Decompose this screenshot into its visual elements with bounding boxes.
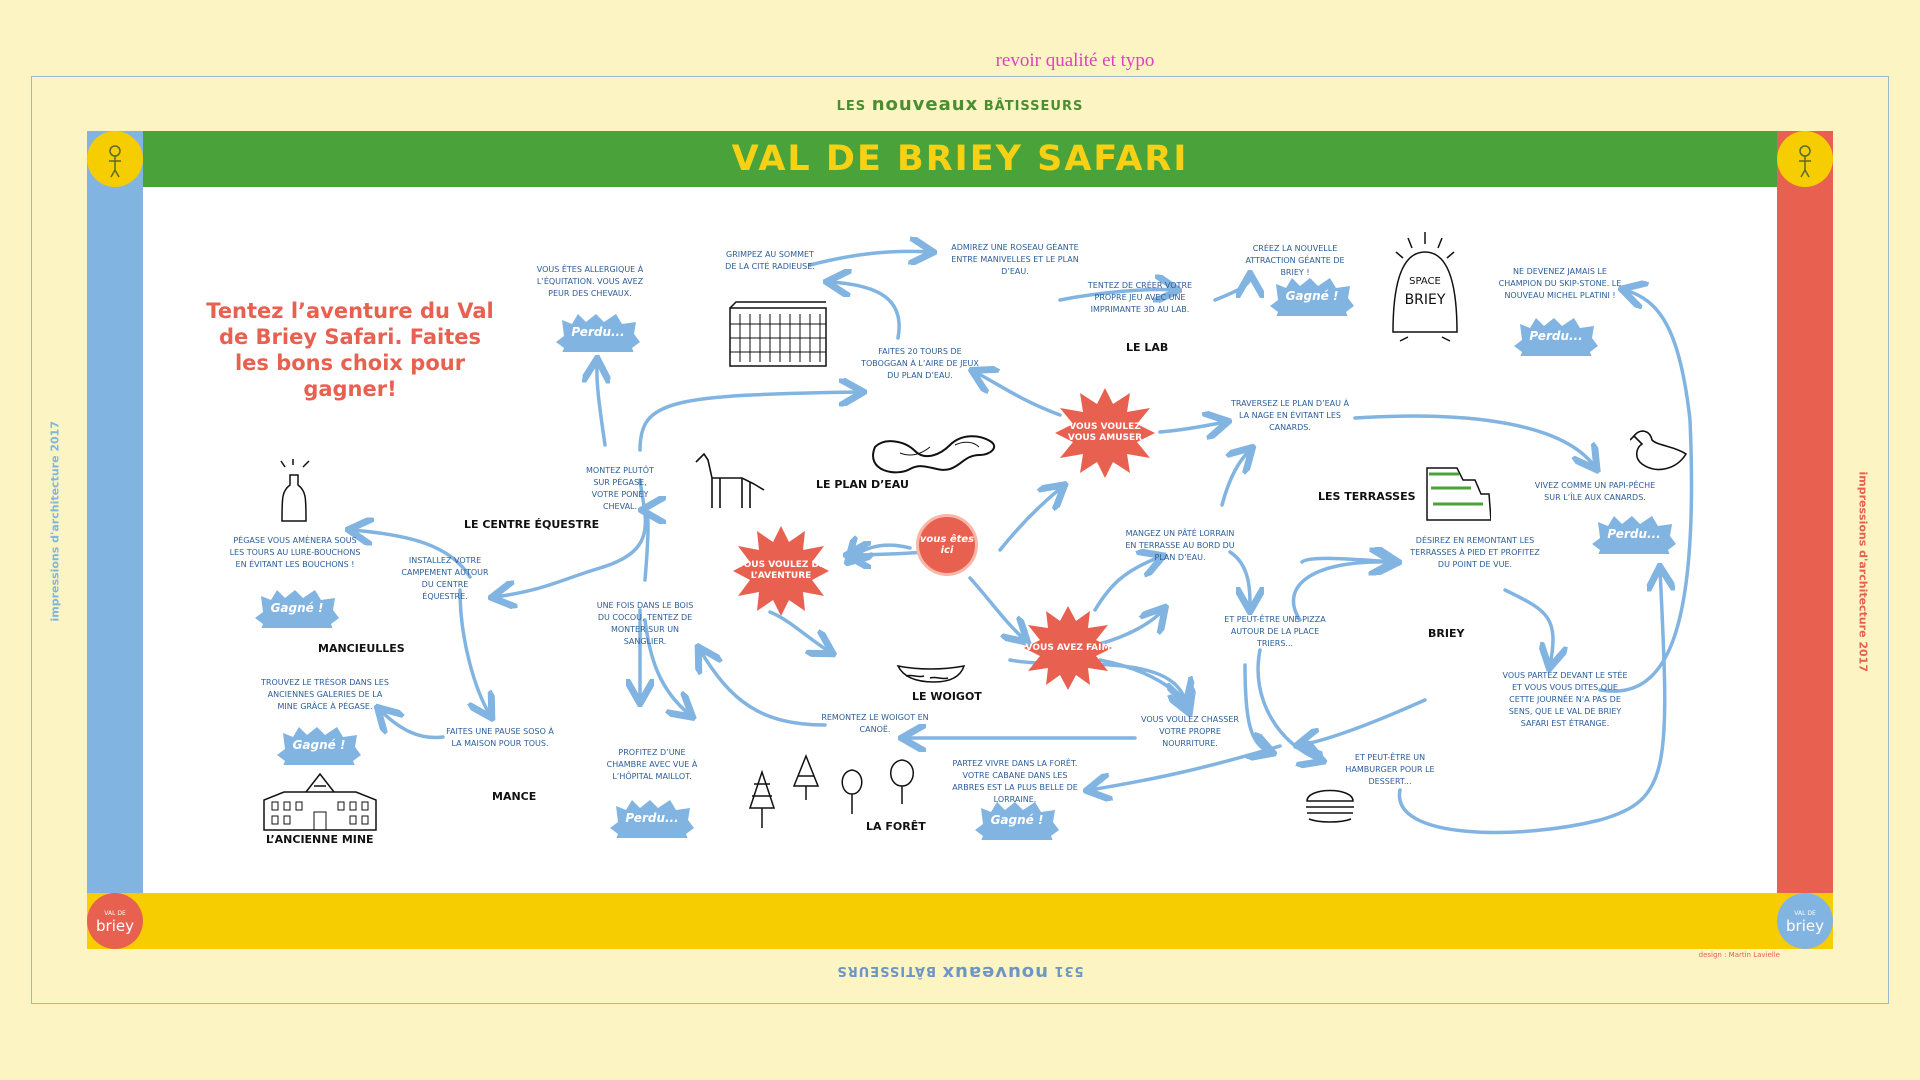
intro-text: Tentez l’aventure du Val de Briey Safari… xyxy=(206,299,494,401)
blue-border xyxy=(87,131,143,949)
terraces-icon xyxy=(1426,467,1491,521)
horse-icon xyxy=(695,452,765,508)
page-title: VAL DE BRIEY SAFARI xyxy=(731,139,1189,179)
step-text: CRÉEZ LA NOUVELLE ATTRACTION GÉANTE DE B… xyxy=(1245,244,1345,277)
duck-icon xyxy=(1630,430,1688,471)
step-text: FAITES UNE PAUSE SOSO À LA MAISON POUR T… xyxy=(446,727,554,748)
svg-text:BRIEY: BRIEY xyxy=(1405,292,1446,308)
boat-icon xyxy=(896,664,966,683)
building-icon xyxy=(729,301,827,367)
svg-text:SPACE: SPACE xyxy=(1409,276,1441,287)
step-text: GRIMPEZ AU SOMMET DE LA CITÉ RADIEUSE. xyxy=(725,250,815,271)
step-text: VOUS VOULEZ CHASSER VOTRE PROPRE NOURRIT… xyxy=(1141,715,1239,748)
step-text: DÉSIREZ EN REMONTANT LES TERRASSES À PIE… xyxy=(1410,536,1540,569)
place-plan-deau: LE PLAN D’EAU xyxy=(816,478,909,491)
corner-figure-icon xyxy=(1777,131,1833,187)
result-gagne: Gagné ! xyxy=(255,588,339,628)
result-perdu: Perdu... xyxy=(1514,316,1598,356)
step-text: REMONTEZ LE WOIGOT EN CANOË. xyxy=(821,713,929,734)
champagne-icon xyxy=(280,459,310,522)
choice-aventure[interactable]: VOUS VOULEZ DE L’AVENTURE xyxy=(733,526,829,616)
brand-header: LES nouveaux BÂTISSEURS xyxy=(836,94,1084,115)
step-text: TRAVERSEZ LE PLAN D’EAU À LA NAGE EN ÉVI… xyxy=(1231,399,1349,432)
place-mancieulles: MANCIEULLES xyxy=(318,642,405,655)
result-gagne: Gagné ! xyxy=(1270,276,1354,316)
step-text: INSTALLEZ VOTRE CAMPEMENT AUTOUR DU CENT… xyxy=(401,556,489,601)
revision-note: revoir qualité et typo xyxy=(995,50,1155,71)
step-text: VIVEZ COMME UN PAPI-PÊCHE SUR L’ÎLE AUX … xyxy=(1534,481,1656,502)
place-terrasses: LES TERRASSES xyxy=(1318,490,1416,503)
step-text: NE DEVENEZ JAMAIS LE CHAMPION DU SKIP-ST… xyxy=(1498,267,1622,300)
place-mance: MANCE xyxy=(492,790,537,803)
step-text: ET PEUT-ÊTRE UNE PIZZA AUTOUR DE LA PLAC… xyxy=(1224,615,1326,648)
result-perdu: Perdu... xyxy=(610,798,694,838)
place-foret: LA FORÊT xyxy=(866,820,926,833)
step-text: TENTEZ DE CRÉER VOTRE PROPRE JEU AVEC UN… xyxy=(1087,281,1193,314)
result-gagne: Gagné ! xyxy=(277,725,361,765)
place-briey: BRIEY xyxy=(1428,627,1465,640)
space-briey-icon: SPACE BRIEY xyxy=(1392,232,1458,342)
design-credit: design : Martin Lavielle xyxy=(1698,951,1780,959)
step-text: PÉGASE VOUS AMÈNERA SOUS LES TOURS AU LU… xyxy=(229,536,361,569)
place-ancienne-mine: L’ANCIENNE MINE xyxy=(266,833,374,846)
result-gagne: Gagné ! xyxy=(975,800,1059,840)
step-text: UNE FOIS DANS LE BOIS DU COCOU, TENTEZ D… xyxy=(596,601,694,646)
step-text: ADMIREZ UNE ROSEAU GÉANTE ENTRE MANIVELL… xyxy=(951,243,1079,276)
place-centre-equestre: LE CENTRE ÉQUESTRE xyxy=(464,518,600,531)
step-text: PROFITEZ D’UNE CHAMBRE AVEC VUE À L’HÔPI… xyxy=(606,748,698,781)
forest-icon xyxy=(748,753,914,828)
step-text: TROUVEZ LE TRÉSOR DANS LES ANCIENNES GAL… xyxy=(261,678,389,711)
hamburger-icon xyxy=(1306,789,1354,823)
step-text: MONTEZ PLUTÔT SUR PÉGASE, VOTRE PONEY CH… xyxy=(586,466,654,511)
step-text: FAITES 20 TOURS DE TOBOGGAN À L’AIRE DE … xyxy=(861,347,979,380)
step-text: ET PEUT-ÊTRE UN HAMBURGER POUR LE DESSER… xyxy=(1345,753,1435,786)
corner-figure-icon xyxy=(87,131,143,187)
choice-faim[interactable]: VOUS AVEZ FAIM xyxy=(1024,606,1112,690)
step-text: VOUS PARTEZ DEVANT LE STÉE ET VOUS VOUS … xyxy=(1502,671,1628,728)
mine-building-icon xyxy=(263,772,377,831)
result-perdu: Perdu... xyxy=(1592,514,1676,554)
page-frame xyxy=(31,76,1889,1004)
lake-icon xyxy=(872,435,996,474)
place-woigot: LE WOIGOT xyxy=(912,690,982,703)
green-border xyxy=(87,131,1833,187)
step-text: MANGEZ UN PÂTÉ LORRAIN EN TERRASSE AU BO… xyxy=(1125,529,1235,562)
step-text: VOUS ÊTES ALLERGIQUE À L’ÉQUITATION. VOU… xyxy=(536,265,644,298)
yellow-border xyxy=(87,893,1833,949)
red-border xyxy=(1777,131,1833,949)
place-lab: LE LAB xyxy=(1126,341,1169,354)
step-text: PARTEZ VIVRE DANS LA FORÊT. VOTRE CABANE… xyxy=(952,759,1078,804)
start-marker[interactable]: vous êtes ici xyxy=(916,514,978,576)
result-perdu: Perdu... xyxy=(556,312,640,352)
choice-amuser[interactable]: VOUS VOULEZ VOUS AMUSER xyxy=(1055,388,1155,478)
